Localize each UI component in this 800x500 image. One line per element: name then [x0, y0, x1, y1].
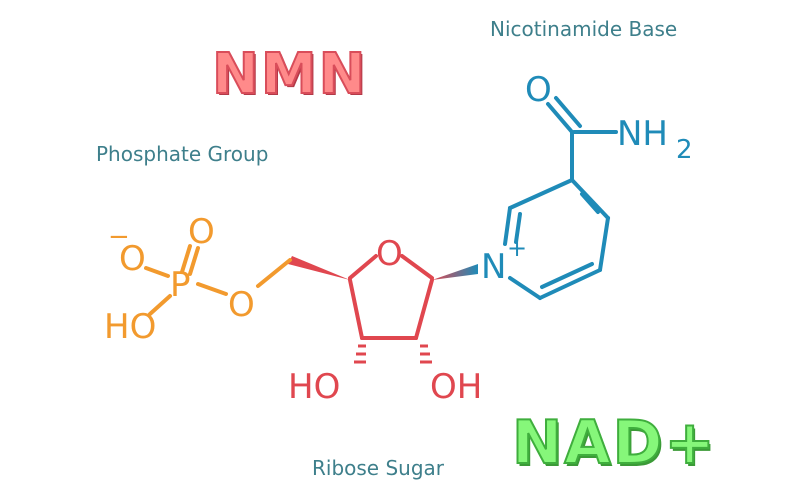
- bridging-oxygen: O: [228, 285, 255, 325]
- c5-wedge-bond: [288, 256, 350, 280]
- phosphate-hydroxyl: HO: [104, 307, 156, 347]
- ring-nitrogen: N: [481, 247, 506, 287]
- ring-oxygen: O: [376, 234, 403, 274]
- phosphoryl-oxygen: O: [188, 212, 215, 252]
- amine-nh: NH: [617, 114, 668, 154]
- phosphate-group-label: Phosphate Group: [96, 142, 269, 166]
- ribose-sugar-label: Ribose Sugar: [312, 456, 445, 480]
- carbonyl-oxygen: O: [525, 70, 552, 110]
- anionic-oxygen: O: [119, 239, 146, 279]
- hashed-bonds: [354, 344, 432, 364]
- nmn-title: NMN: [211, 41, 368, 108]
- hydroxyl-right: OH: [430, 367, 482, 407]
- hydroxyl-left: HO: [288, 367, 340, 407]
- nad-title: NAD+: [511, 407, 717, 479]
- nitrogen-charge: +: [507, 234, 527, 262]
- oxygen-charge: −: [108, 222, 130, 252]
- nicotinamide-base-label: Nicotinamide Base: [490, 17, 678, 41]
- phosphorus: P: [170, 265, 191, 305]
- ribose-bonds: [348, 254, 434, 340]
- c5-oxygen-bond: [256, 258, 292, 288]
- phosphate-bonds: [144, 244, 228, 316]
- glycosidic-wedge-bond: [432, 264, 478, 280]
- nicotinamide-bonds: [503, 96, 618, 300]
- amine-subscript: 2: [676, 135, 693, 165]
